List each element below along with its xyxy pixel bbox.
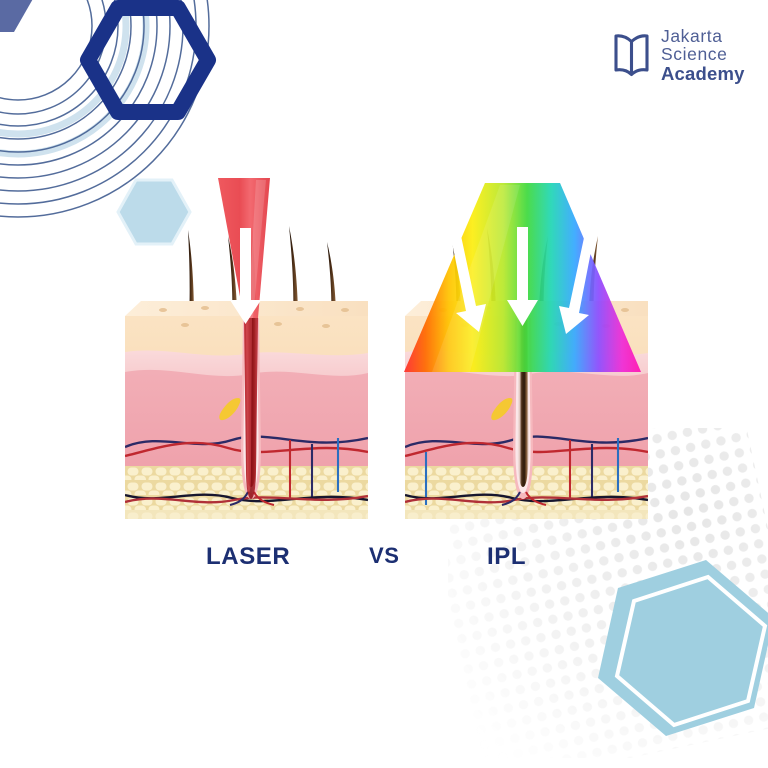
comparison-labels: LASER VS IPL [0, 543, 768, 577]
label-ipl: IPL [487, 543, 527, 570]
capillary-branches [288, 438, 340, 500]
sebaceous-gland [491, 398, 513, 421]
ipl-panel [404, 183, 648, 519]
label-laser: LASER [206, 543, 291, 570]
logo-line-3: Academy [661, 62, 745, 84]
ipl-arrow-icons [450, 227, 595, 334]
skin-pores [159, 306, 349, 328]
capillary-branches [424, 438, 620, 505]
ipl-beam [404, 183, 641, 372]
ipl-arrow-center-icon [507, 227, 538, 326]
ipl-arrow-left-icon [450, 231, 486, 332]
brand-logo: Jakarta Science Academy [612, 24, 760, 86]
blood-vessels-upper [405, 435, 648, 458]
open-book-icon [614, 34, 649, 77]
laser-beam-penetration [244, 318, 258, 499]
logo-line-1: Jakarta [661, 26, 723, 47]
label-vs: VS [369, 543, 400, 568]
ipl-arrow-right-icon [559, 231, 595, 334]
sebaceous-gland [219, 398, 241, 421]
blood-vessels-lower [125, 493, 368, 504]
blood-vessels-upper [125, 435, 368, 458]
logo-line-2: Science [661, 44, 728, 65]
laser-beam [218, 178, 270, 499]
follicle-root-vessels [229, 491, 275, 506]
laser-panel [125, 178, 368, 519]
laser-arrow-icon [230, 228, 261, 324]
follicle-root-vessels [501, 491, 547, 506]
